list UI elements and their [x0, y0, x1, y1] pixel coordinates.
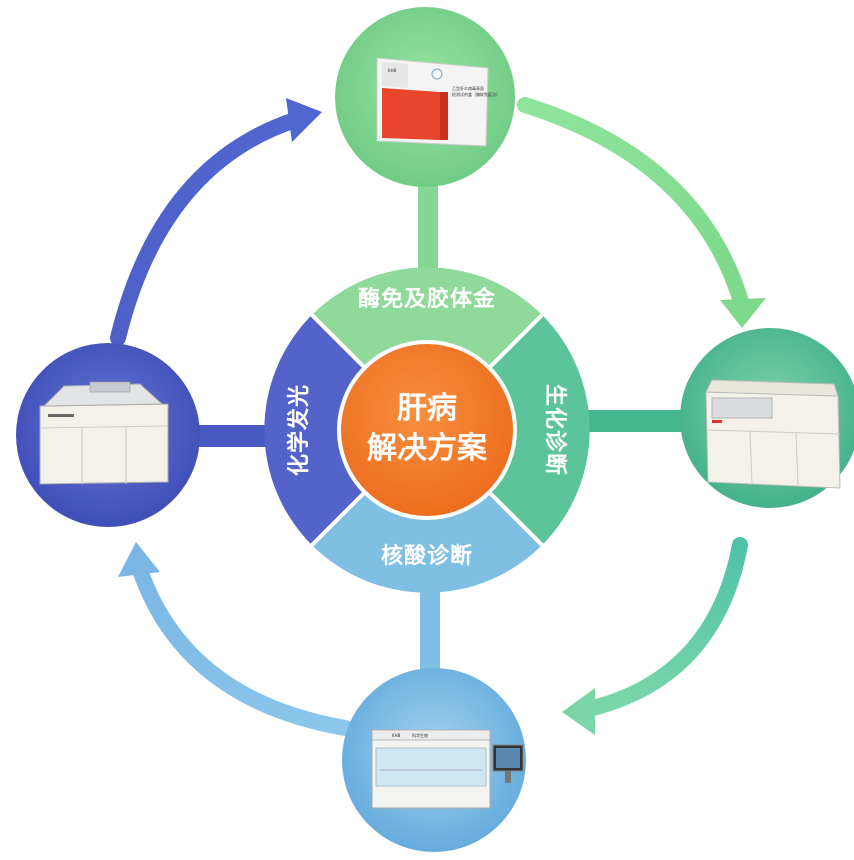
spoke-top	[418, 180, 438, 290]
workstation-brand: KHB	[392, 733, 401, 738]
node-right-biochem-analyzer	[680, 328, 854, 508]
arrow-head-right	[720, 298, 766, 328]
spoke-bottom	[420, 575, 440, 685]
chemilum-analyzer-image	[39, 381, 169, 485]
workstation-image: KHB 科华生物	[371, 729, 524, 809]
arrow-head-left	[118, 542, 160, 577]
kit-brand: KHB	[388, 68, 397, 73]
workstation-label: 科华生物	[412, 732, 428, 738]
center-title-line1: 肝病	[397, 391, 457, 426]
kit-title-line1: 乙型肝炎病毒表面	[452, 85, 484, 91]
segment-top-label: 酶免及胶体金	[358, 286, 496, 312]
arrow-bottom-to-left	[132, 562, 353, 736]
arrow-head-bottom	[562, 688, 595, 735]
center-circle	[337, 340, 517, 520]
center-title-line2: 解决方案	[367, 431, 488, 466]
arrow-left-to-top	[110, 112, 303, 346]
arrow-head-top	[286, 98, 322, 142]
center-ring: 肝病 解决方案 酶免及胶体金 核酸诊断 生化诊断 化学发光	[264, 267, 590, 593]
spoke-right	[560, 410, 710, 432]
kit-title-line2: 检测试剂盒（酶联免疫法）	[452, 91, 500, 97]
node-bottom-nucleic-workstation: KHB 科华生物	[342, 668, 526, 852]
segment-top-enzyme-immuno	[311, 267, 543, 367]
segment-bottom-nucleic	[311, 493, 543, 593]
cycle-arrows	[110, 97, 766, 736]
segment-left-chemilum	[264, 314, 364, 546]
arrow-top-to-right	[517, 97, 750, 313]
arrow-right-to-bottom	[577, 537, 748, 718]
segment-bottom-label: 核酸诊断	[381, 543, 473, 569]
kit-box-image: KHB 乙型肝炎病毒表面 检测试剂盒（酶联免疫法）	[376, 57, 500, 147]
segment-left-label: 化学发光	[286, 384, 312, 476]
segment-right-biochem	[490, 314, 590, 546]
node-left-chemilum-analyzer	[16, 343, 200, 527]
node-top-reagent-kit: KHB 乙型肝炎病毒表面 检测试剂盒（酶联免疫法）	[335, 7, 515, 187]
segment-right-label: 生化诊断	[542, 384, 568, 476]
biochem-analyzer-image	[705, 379, 841, 489]
